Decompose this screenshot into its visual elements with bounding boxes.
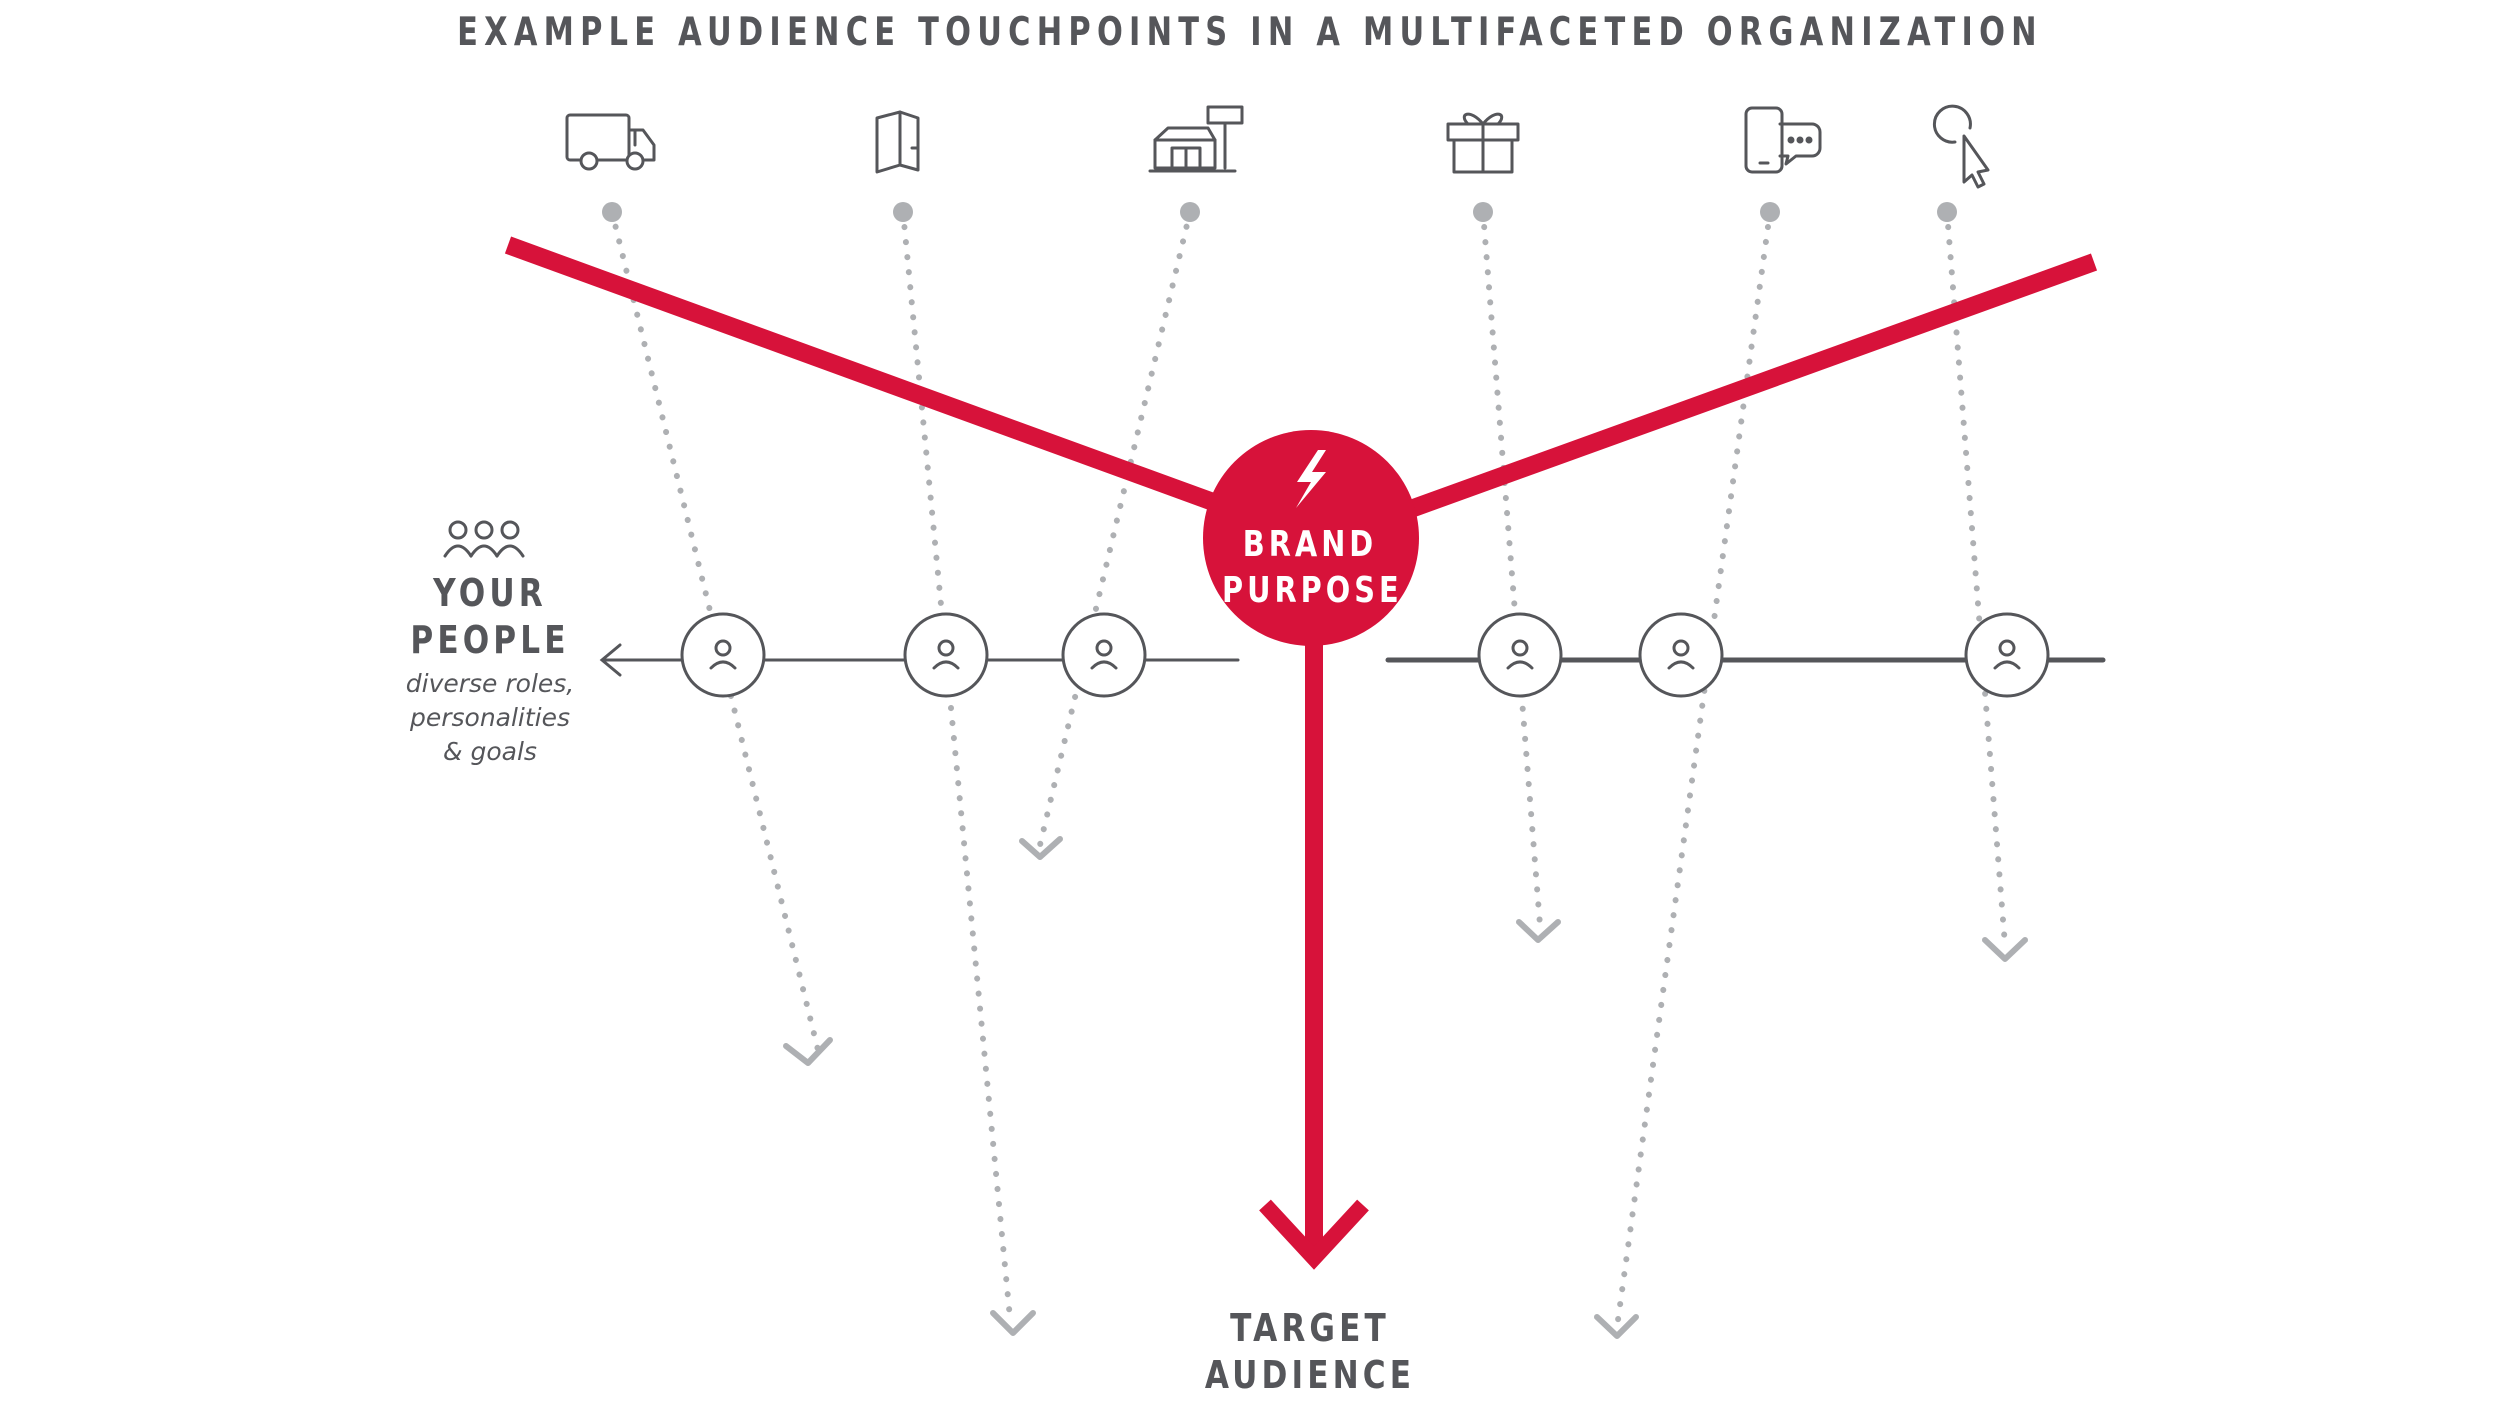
storefront-icon bbox=[1148, 105, 1244, 173]
brand-purpose-circle bbox=[1203, 430, 1419, 646]
touchpoint-arrowhead-2 bbox=[990, 1310, 1036, 1336]
diagram-title: EXAMPLE AUDIENCE TOUCHPOINTS IN A MULTIF… bbox=[457, 10, 2043, 55]
touchpoint-dot-1 bbox=[602, 202, 622, 222]
brochure-icon bbox=[875, 110, 920, 174]
person-node-2 bbox=[903, 612, 989, 698]
your-people-description-line-3: & goals bbox=[443, 737, 537, 766]
lightning-bolt-icon bbox=[1296, 450, 1326, 508]
mobile-chat-icon bbox=[1744, 106, 1822, 174]
your-people-line-1: YOUR bbox=[433, 571, 547, 615]
touchpoint-icons bbox=[443, 104, 1990, 558]
touchpoint-dot-2 bbox=[893, 202, 913, 222]
touchpoint-dot-4 bbox=[1473, 202, 1493, 222]
delivery-truck-icon bbox=[565, 113, 656, 171]
people-lines bbox=[599, 643, 2106, 677]
your-people-description-line-1: diverse roles, bbox=[405, 669, 575, 698]
touchpoint-arrowhead-5 bbox=[1594, 1314, 1639, 1339]
your-people-label: YOUR PEOPLE bbox=[375, 570, 605, 664]
touchpoint-paths bbox=[609, 209, 2008, 1323]
touchpoint-arrowhead-4 bbox=[1516, 919, 1561, 943]
touchpoint-dot-5 bbox=[1760, 202, 1780, 222]
person-node-6 bbox=[1964, 612, 2050, 698]
person-node-3 bbox=[1061, 612, 1147, 698]
brand-line-right bbox=[1404, 253, 2098, 519]
touchpoint-arrowhead-3 bbox=[1019, 836, 1063, 860]
brand-purpose-label: BRAND PURPOSE bbox=[1222, 522, 1403, 614]
person-icon bbox=[1506, 639, 1534, 670]
touchpoint-dot-3 bbox=[1180, 202, 1200, 222]
people-group-icon bbox=[443, 520, 525, 558]
person-node-5 bbox=[1638, 612, 1724, 698]
touchpoint-path-5 bbox=[1615, 209, 1773, 1323]
cursor-click-icon bbox=[1932, 104, 1990, 189]
brand-line-left bbox=[504, 236, 1239, 519]
touchpoint-path-2 bbox=[900, 209, 1013, 1321]
touchpoint-path-3 bbox=[1037, 209, 1193, 848]
your-people-description-line-2: personalities bbox=[409, 703, 571, 732]
person-node-1 bbox=[680, 612, 766, 698]
touchpoint-arrowhead-1 bbox=[783, 1037, 833, 1066]
target-arrowhead bbox=[1259, 1199, 1369, 1270]
person-nodes bbox=[680, 612, 2050, 698]
brand-purpose-line-1: BRAND bbox=[1242, 524, 1378, 565]
gift-box-icon bbox=[1446, 112, 1520, 174]
person-icon bbox=[1993, 639, 2021, 670]
touchpoint-path-4 bbox=[1480, 209, 1543, 928]
person-icon bbox=[709, 639, 737, 670]
touchpoint-dots bbox=[602, 202, 1957, 222]
person-icon bbox=[1090, 639, 1118, 670]
touchpoint-arrowheads bbox=[783, 836, 2028, 1339]
person-node-4 bbox=[1477, 612, 1563, 698]
touchpoint-path-6 bbox=[1944, 209, 2008, 948]
touchpoint-dot-6 bbox=[1937, 202, 1957, 222]
your-people-line-2: PEOPLE bbox=[410, 618, 570, 662]
brand-lines bbox=[504, 236, 2098, 1250]
person-icon bbox=[1667, 639, 1695, 670]
brand-purpose-line-2: PURPOSE bbox=[1222, 570, 1403, 611]
target-audience-line-2: AUDIENCE bbox=[1204, 1353, 1416, 1397]
touchpoint-arrowhead-6 bbox=[1982, 937, 2028, 962]
target-audience-line-1: TARGET bbox=[1230, 1306, 1390, 1350]
person-icon bbox=[932, 639, 960, 670]
people-arrowhead bbox=[599, 643, 622, 677]
target-audience-label: TARGET AUDIENCE bbox=[1187, 1305, 1433, 1399]
your-people-description: diverse roles, personalities & goals bbox=[370, 667, 610, 769]
